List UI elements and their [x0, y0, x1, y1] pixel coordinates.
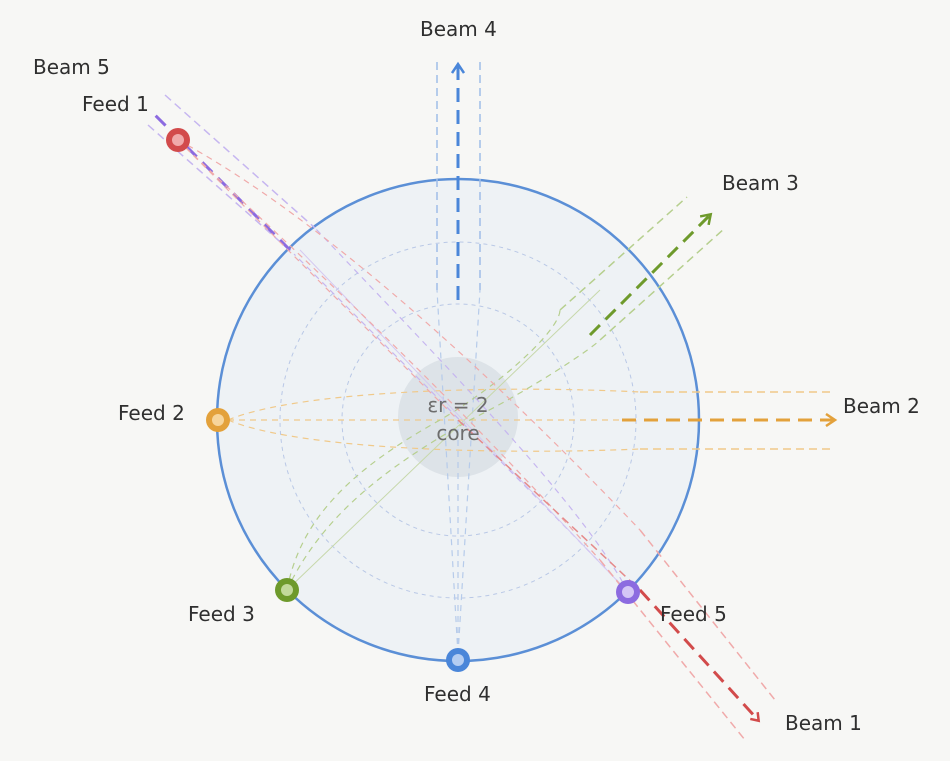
beam-4-label: Beam 4 [420, 17, 497, 41]
feed-2-label: Feed 2 [118, 401, 185, 425]
feed-1-label: Feed 1 [82, 92, 149, 116]
feed-5-label: Feed 5 [660, 602, 727, 626]
beam-2-rays [227, 388, 835, 452]
beam-3-rays [286, 196, 726, 591]
beam-2-label: Beam 2 [843, 394, 920, 418]
feed-3-label: Feed 3 [188, 602, 255, 626]
feed-4-marker[interactable] [446, 648, 470, 672]
feed-5-marker[interactable] [616, 580, 640, 604]
core-label-index: εr = 2 [427, 393, 488, 417]
feed-2-marker[interactable] [206, 408, 230, 432]
core-label-name: core [436, 421, 479, 445]
beam-1-label: Beam 1 [785, 711, 862, 735]
feed-4-label: Feed 4 [424, 682, 491, 706]
beam-4-rays [436, 62, 481, 656]
feed-3-marker[interactable] [275, 578, 299, 602]
beam-3-label: Beam 3 [722, 171, 799, 195]
feed-1-marker[interactable] [166, 128, 190, 152]
beam-1-rays [177, 139, 776, 741]
beam-5-label: Beam 5 [33, 55, 110, 79]
